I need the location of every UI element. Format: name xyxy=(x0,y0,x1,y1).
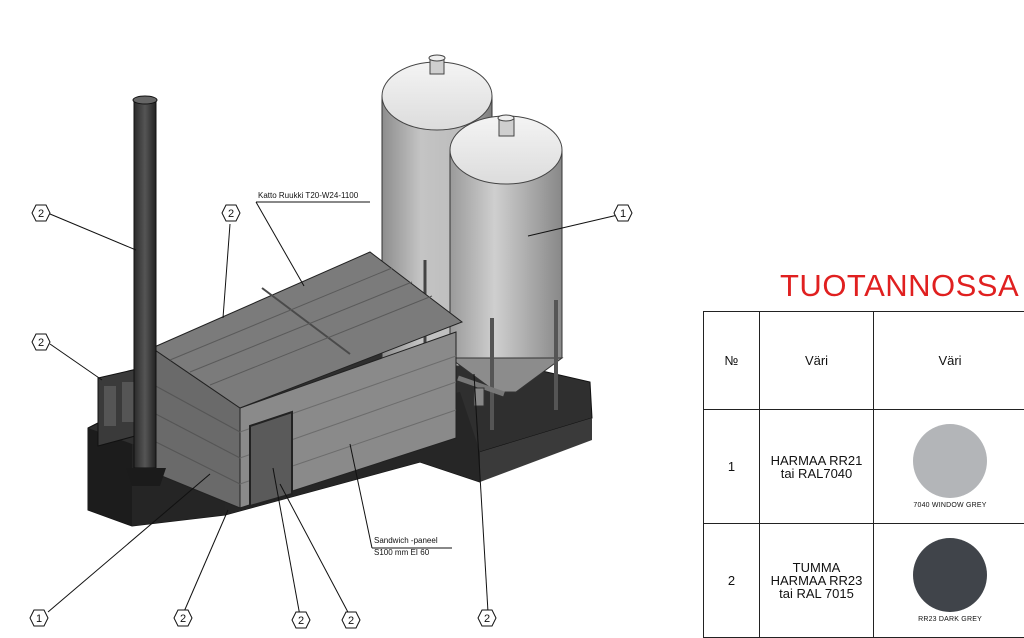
swatch-caption: RR23 DARK GREY xyxy=(918,616,982,623)
callout-2-burner: 2 xyxy=(31,333,51,351)
roof-note: Katto Ruukki T20-W24-1100 xyxy=(258,191,359,200)
callout-1-bottom-left: 1 xyxy=(29,609,49,627)
row-number: 1 xyxy=(703,409,760,524)
callout-2-base: 2 xyxy=(173,609,193,627)
callout-2-pipe: 2 xyxy=(477,609,497,627)
header-color-sample: Väri xyxy=(873,311,1024,410)
color-name-line: tai RAL7040 xyxy=(780,465,853,481)
table-row: 2 TUMMA HARMAA RR23 tai RAL 7015 RR23 DA… xyxy=(703,523,1024,638)
color-name-line: HARMAA RR23 xyxy=(770,573,863,588)
leader-lines xyxy=(47,201,623,617)
callout-2-door: 2 xyxy=(291,611,311,629)
silo-front xyxy=(448,114,564,430)
wall-note-line2: S100 mm EI 60 xyxy=(374,548,430,557)
svg-text:2: 2 xyxy=(484,613,490,625)
header-color-name: Väri xyxy=(759,311,874,410)
color-swatch xyxy=(913,538,987,612)
table-header-row: № Väri Väri xyxy=(703,311,1024,410)
row-color-sample: 7040 WINDOW GREY xyxy=(873,409,1024,524)
color-name-line: tai RAL 7015 xyxy=(779,586,854,601)
svg-text:2: 2 xyxy=(180,613,186,625)
row-color-sample: RR23 DARK GREY xyxy=(873,523,1024,638)
color-name-line: HARMAA RR21 xyxy=(770,452,863,468)
svg-text:1: 1 xyxy=(36,613,42,625)
svg-text:2: 2 xyxy=(38,337,44,349)
color-name-line: TUMMA xyxy=(792,560,841,575)
boiler-building xyxy=(150,251,464,509)
wall-note-line1: Sandwich -paneel xyxy=(374,536,438,545)
svg-text:2: 2 xyxy=(38,208,44,220)
status-title: TUOTANNOSSA xyxy=(780,268,1020,303)
row-number: 2 xyxy=(703,523,760,638)
header-number: № xyxy=(703,311,760,410)
callout-2-door-frame: 2 xyxy=(341,611,361,629)
color-swatch xyxy=(913,424,987,498)
callout-1-right: 1 xyxy=(613,204,633,222)
svg-text:2: 2 xyxy=(348,615,354,627)
svg-text:2: 2 xyxy=(298,615,304,627)
callout-2-roof: 2 xyxy=(221,204,241,222)
row-color-name: TUMMA HARMAA RR23 tai RAL 7015 xyxy=(759,523,874,638)
callout-2-chimney: 2 xyxy=(31,204,51,222)
color-table: № Väri Väri 1 HARMAA RR21 tai RAL7040 70… xyxy=(703,311,1024,638)
table-row: 1 HARMAA RR21 tai RAL7040 7040 WINDOW GR… xyxy=(703,409,1024,524)
svg-text:1: 1 xyxy=(620,208,626,220)
swatch-caption: 7040 WINDOW GREY xyxy=(913,502,987,509)
svg-text:2: 2 xyxy=(228,208,234,220)
row-color-name: HARMAA RR21 tai RAL7040 xyxy=(759,409,874,524)
chimney xyxy=(126,95,166,486)
